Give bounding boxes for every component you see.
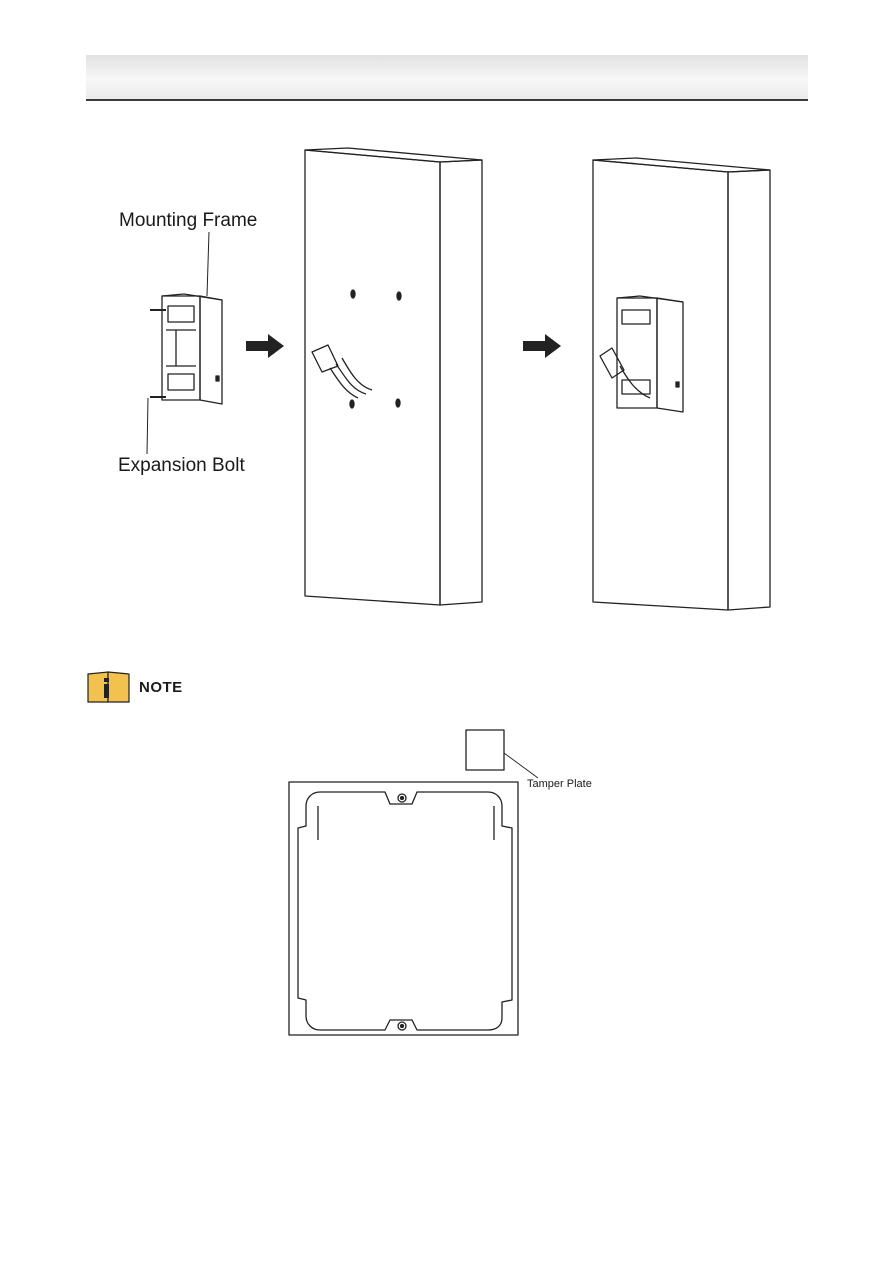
info-book-icon	[86, 670, 131, 704]
note-label: NOTE	[139, 679, 183, 696]
arrow-right-icon	[246, 334, 284, 358]
mounting-frame-drawing	[147, 232, 222, 454]
mounting-frame-label: Mounting Frame	[119, 210, 257, 232]
note-callout: NOTE	[86, 670, 183, 704]
arrow-right-icon	[523, 334, 561, 358]
wall-with-cable-drawing	[305, 148, 482, 605]
tamper-plate-label: Tamper Plate	[527, 778, 592, 790]
wall-with-mounted-frame-drawing	[593, 158, 770, 610]
expansion-bolt-label: Expansion Bolt	[118, 455, 245, 477]
